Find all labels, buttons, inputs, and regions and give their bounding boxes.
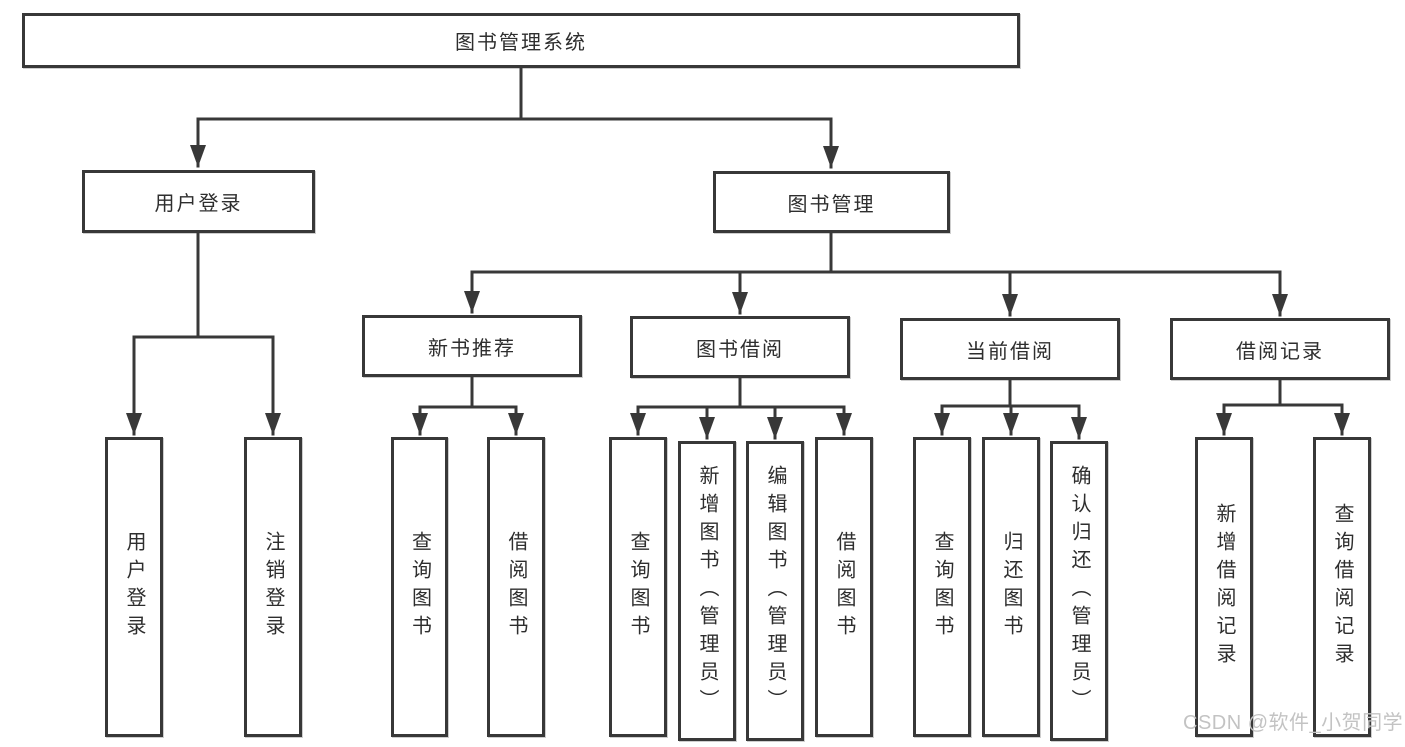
leaf-bb-query-books: 查询图书 (609, 437, 667, 737)
leaf-bb-add-books-admin: 新增图书（管理员） (678, 441, 736, 741)
node-user-login: 用户登录 (82, 170, 315, 233)
leaf-bb-borrow-books: 借阅图书 (815, 437, 873, 737)
connector-bookmgmt-to-records (829, 270, 1288, 317)
node-book-mgmt: 图书管理 (713, 171, 950, 233)
connector-records-to-query (1278, 403, 1350, 436)
connector-newbooks-to-query (412, 375, 474, 436)
leaf-logout: 注销登录 (244, 437, 302, 737)
connector-borrow-to-borrowbook (738, 405, 852, 436)
node-new-book-recommend: 新书推荐 (362, 315, 582, 377)
leaf-br-query-record: 查询借阅记录 (1313, 437, 1371, 737)
connector-userlogin-to-logout (196, 335, 281, 436)
node-root: 图书管理系统 (22, 13, 1020, 68)
leaf-nb-query-books: 查询图书 (391, 437, 448, 737)
leaf-nb-borrow-books: 借阅图书 (487, 437, 545, 737)
connector-records-to-add (1216, 378, 1282, 436)
node-book-borrow: 图书借阅 (630, 316, 850, 378)
node-current-borrow: 当前借阅 (900, 318, 1120, 380)
connector-root-to-user-login (190, 66, 523, 168)
connector-bookmgmt-to-newbooks (464, 231, 833, 314)
connector-newbooks-to-borrowbook (470, 405, 524, 436)
connector-bookmgmt-to-current (829, 270, 1018, 317)
connector-borrow-to-add (699, 405, 742, 440)
connector-root-to-book-mgmt (519, 66, 839, 169)
connector-borrow-to-query (630, 376, 742, 436)
leaf-bb-edit-books-admin: 编辑图书（管理员） (746, 441, 804, 741)
leaf-cb-query-books: 查询图书 (913, 437, 971, 737)
connector-current-to-query (934, 378, 1012, 436)
connector-userlogin-to-login (126, 231, 200, 436)
connector-current-to-confirm (1008, 404, 1087, 440)
node-borrow-records: 借阅记录 (1170, 318, 1390, 380)
leaf-user-login: 用户登录 (105, 437, 163, 737)
connector-borrow-to-edit (738, 405, 783, 440)
leaf-br-add-record: 新增借阅记录 (1195, 437, 1253, 737)
leaf-cb-confirm-return-admin: 确认归还（管理员） (1050, 441, 1108, 741)
watermark: CSDN @软件_小贺同学 (1183, 712, 1404, 734)
leaf-cb-return-books: 归还图书 (982, 437, 1040, 737)
connector-bookmgmt-to-borrow (732, 270, 833, 315)
connector-current-to-return (1003, 404, 1019, 436)
